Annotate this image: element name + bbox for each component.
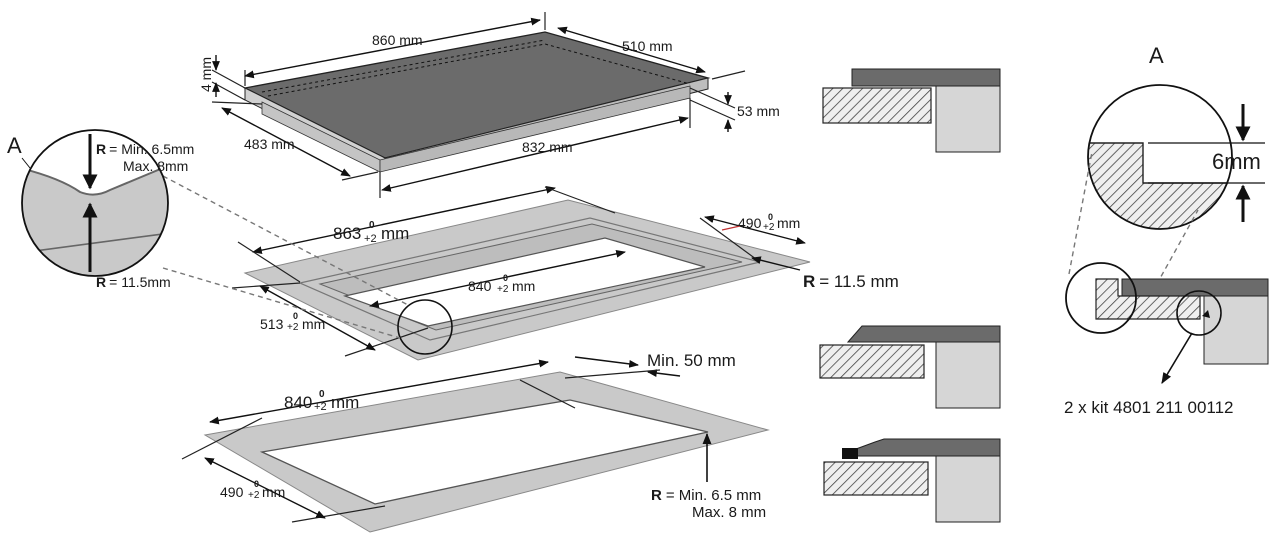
recess-inner-width-value: 840 <box>468 278 492 294</box>
detail-a-right: A 6mm 2 x kit 4801 211 00112 <box>1064 43 1269 417</box>
flat-width-tol-bottom: +2 <box>314 401 327 413</box>
flat-width-unit: mm <box>331 393 359 412</box>
hob-height-label: 53 mm <box>737 103 780 119</box>
glass-thickness-label: 4 mm <box>198 57 214 92</box>
flat-radius-max: Max. 8 mm <box>692 504 766 521</box>
recess-inner-width-tol-bottom: +2 <box>497 284 509 295</box>
recess-outer-depth-tol-top: 0 <box>293 311 298 321</box>
detail-left-top-max: Max. 8mm <box>123 158 188 174</box>
detail-left-bottom-radius: R= 11.5mm <box>96 274 171 290</box>
flat-depth-tol-bottom: +2 <box>248 490 260 501</box>
detail-a-right-label: A <box>1149 43 1164 68</box>
flat-depth-tol-top: 0 <box>254 479 259 489</box>
flat-depth-value: 490 <box>220 484 244 500</box>
recess-outer-depth-tol-bottom: +2 <box>287 322 299 333</box>
detail-a-marker-circle <box>397 299 453 355</box>
hob-inner-depth-label: 483 mm <box>244 136 295 152</box>
flat-cutout-drawing: 840 0 +2 mm Min. 50 mm 490 0 +2 mm R= Mi… <box>181 351 770 533</box>
recess-width-unit: mm <box>381 224 409 243</box>
flat-radius-label: R= Min. 6.5 mm <box>651 487 761 504</box>
recess-inner-width-tol-top: 0 <box>503 273 508 283</box>
flat-depth-unit: mm <box>262 484 285 500</box>
recess-cutout-drawing: 863 0 +2 mm 490 0 +2 mm 840 0 +2 mm 513 … <box>162 175 899 361</box>
hob-drawing: 860 mm 510 mm 4 mm 53 mm 483 mm 832 mm <box>198 12 780 198</box>
hob-width-label: 860 mm <box>372 32 423 48</box>
recess-depth-tol-top: 0 <box>768 212 773 222</box>
hob-inner-width-label: 832 mm <box>522 139 573 155</box>
recess-outer-depth-value: 513 <box>260 316 284 332</box>
recess-depth-value: 490 <box>738 215 762 231</box>
recess-width-label: 863 <box>333 224 361 243</box>
section-bevel <box>819 325 1001 409</box>
detail-a-left: A R= Min. 6.5mm Max. 8mm R= 11.5mm <box>7 129 194 290</box>
flat-width-tol-top: 0 <box>319 389 325 400</box>
section-flush <box>822 68 1001 153</box>
section-overlay <box>823 438 1001 523</box>
detail-right-thickness: 6mm <box>1212 149 1261 174</box>
flat-margin-label: Min. 50 mm <box>647 351 736 370</box>
hob-depth-label: 510 mm <box>622 38 673 54</box>
detail-right-kit-label: 2 x kit 4801 211 00112 <box>1064 398 1234 417</box>
detail-a-left-label: A <box>7 133 22 158</box>
recess-inner-width-unit: mm <box>512 278 535 294</box>
recess-width-tol-bottom: +2 <box>364 233 377 245</box>
recess-outer-depth-unit: mm <box>302 316 325 332</box>
flat-width-value: 840 <box>284 393 312 412</box>
recess-radius-label: R= 11.5 mm <box>803 272 899 291</box>
recess-width-tol-top: 0 <box>369 220 375 231</box>
detail-left-top-radius: R= Min. 6.5mm <box>96 141 194 157</box>
recess-depth-unit: mm <box>777 215 800 231</box>
recess-depth-tol-bottom: +2 <box>763 222 775 233</box>
